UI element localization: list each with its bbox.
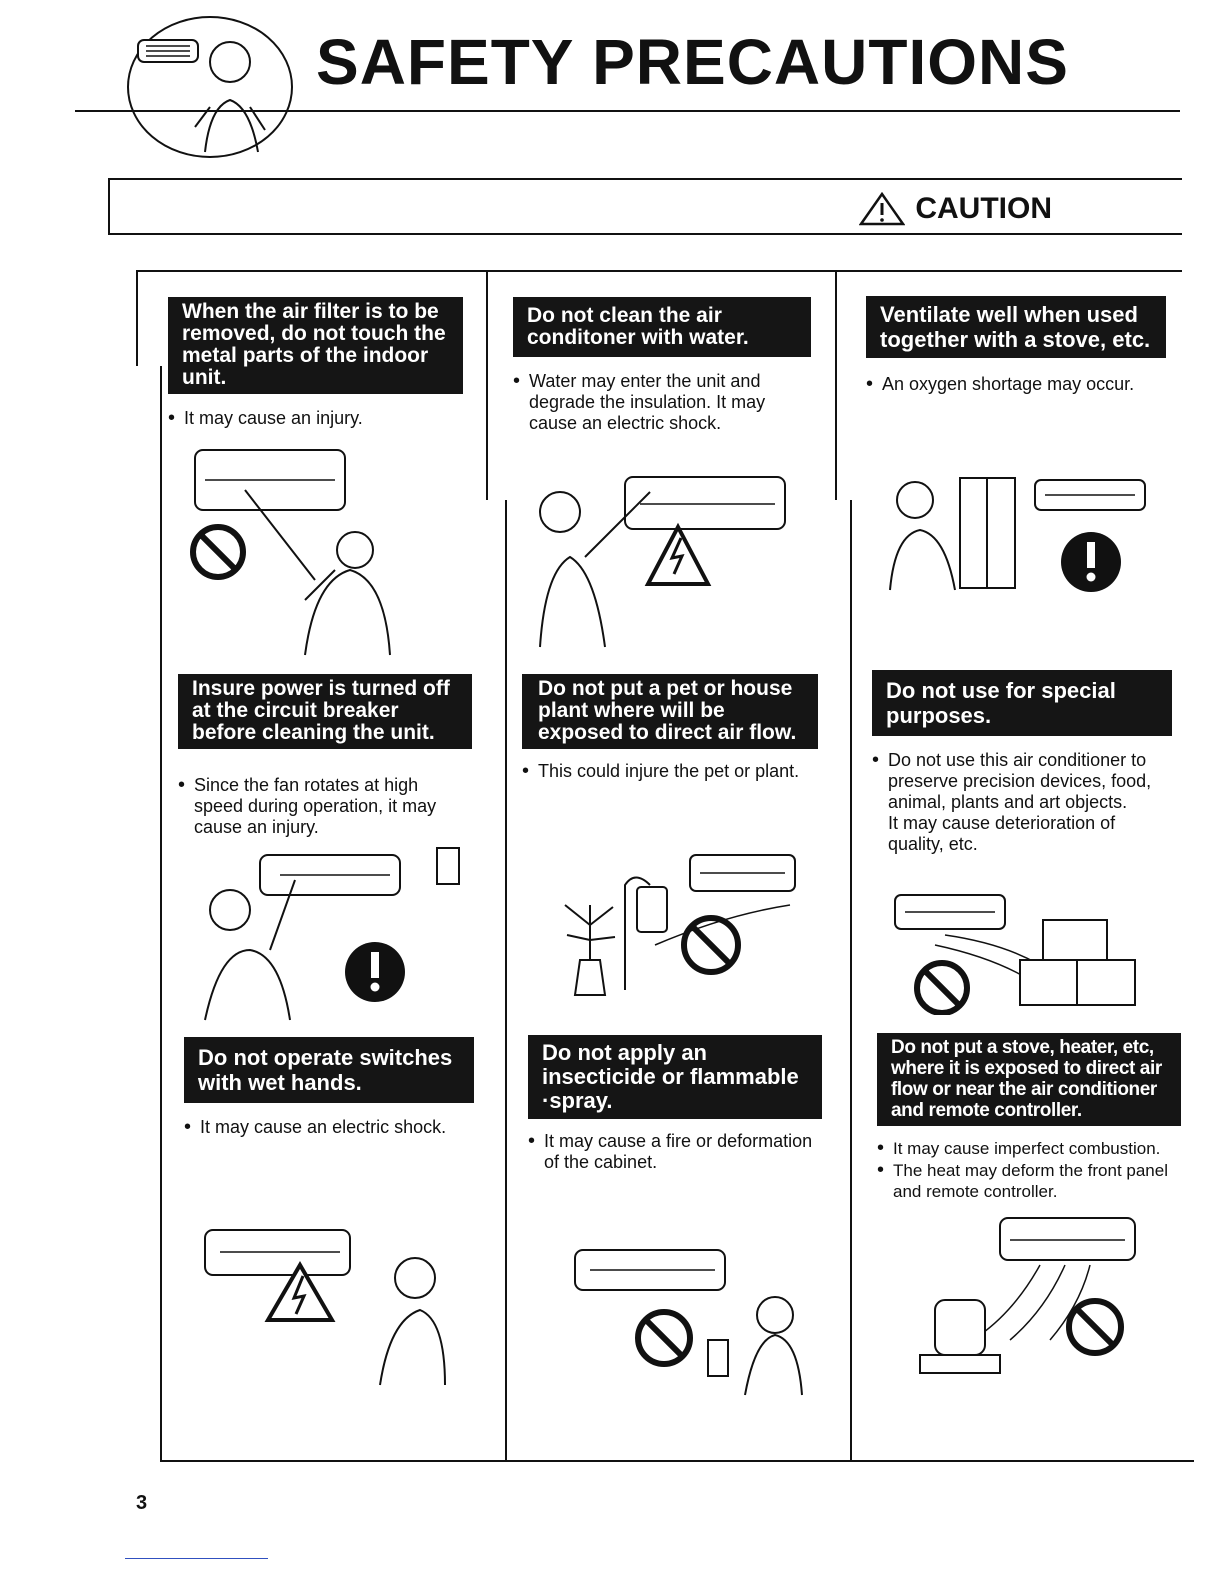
grid-top-rule (136, 270, 1182, 272)
grid-divider-1-upper (486, 270, 488, 500)
cleaning-unit-illustration (204, 847, 460, 1021)
electric-hazard-icon (264, 1261, 336, 1322)
caution-item: Do not apply an insecticide or flammable… (528, 1035, 822, 1173)
grid-divider-2-lower (850, 500, 852, 1461)
item-bullet: It may cause a fire or deformation of th… (528, 1131, 822, 1173)
caution-item: Do not use for special purposes. Do not … (872, 670, 1172, 855)
item-heading: Do not put a stove, heater, etc, where i… (877, 1033, 1181, 1126)
item-heading: Do not clean the air conditoner with wat… (513, 297, 811, 357)
prohibited-icon (635, 1309, 693, 1367)
caution-label: CAUTION (859, 192, 1052, 226)
item-heading: Do not put a pet or house plant where wi… (522, 674, 818, 749)
prohibited-icon (681, 915, 741, 975)
page-number: 3 (136, 1492, 148, 1514)
prohibited-icon (1066, 1298, 1124, 1356)
footer-rule (125, 1558, 268, 1559)
pet-plant-illustration (564, 854, 796, 996)
caution-item: Do not put a pet or house plant where wi… (522, 674, 818, 782)
item-bullet: Do not use this air conditioner to prese… (872, 750, 1172, 813)
item-heading: When the air filter is to be removed, do… (168, 297, 463, 394)
item-heading: Do not operate switches with wet hands. (184, 1037, 474, 1103)
caution-item: Insure power is turned off at the circui… (178, 674, 472, 838)
item-bullet: It may cause imperfect combustion. (877, 1138, 1181, 1159)
item-bullet: Water may enter the unit and degrade the… (513, 371, 811, 434)
caution-item: Ventilate well when used together with a… (866, 296, 1166, 395)
insecticide-spray-illustration (574, 1249, 803, 1396)
caution-item: When the air filter is to be removed, do… (168, 297, 463, 429)
caution-item: Do not put a stove, heater, etc, where i… (877, 1033, 1181, 1202)
grid-divider-2-upper (835, 270, 837, 500)
ventilation-illustration (889, 477, 1146, 592)
prohibited-icon (914, 960, 970, 1015)
caution-banner: CAUTION (108, 178, 1182, 235)
item-bullet: It may cause deterioration of quality, e… (888, 813, 1116, 854)
item-heading: Insure power is turned off at the circui… (178, 674, 472, 749)
water-cleaning-illustration (539, 476, 786, 648)
item-bullet: Since the fan rotates at high speed duri… (178, 775, 472, 838)
special-purposes-illustration (894, 894, 1136, 1015)
page-title: SAFETY PRECAUTIONS (316, 26, 1069, 98)
caution-text: CAUTION (915, 192, 1052, 225)
mascot-illustration (127, 16, 293, 158)
grid-bottom-rule (160, 1460, 1194, 1462)
item-bullet: An oxygen shortage may occur. (866, 374, 1166, 395)
item-bullet: This could injure the pet or plant. (522, 761, 818, 782)
filter-removal-illustration (190, 449, 391, 656)
item-bullet: It may cause an electric shock. (184, 1117, 474, 1138)
item-heading: Do not use for special purposes. (872, 670, 1172, 736)
stove-heater-illustration (919, 1217, 1136, 1374)
grid-left-rule-upper (136, 270, 138, 366)
prohibited-icon (190, 524, 246, 580)
grid-left-rule-lower (160, 366, 162, 1461)
item-bullet: It may cause an injury. (168, 408, 463, 429)
caution-item: Do not clean the air conditoner with wat… (513, 297, 811, 434)
grid-divider-1-lower (505, 500, 507, 1461)
item-heading: Do not apply an insecticide or flammable… (528, 1035, 822, 1119)
warning-triangle-icon (859, 192, 906, 226)
item-bullet: The heat may deform the front panel and … (877, 1160, 1181, 1202)
wet-hands-illustration (204, 1229, 446, 1386)
caution-item: Do not operate switches with wet hands. … (184, 1037, 474, 1138)
item-heading: Ventilate well when used together with a… (866, 296, 1166, 358)
title-rule (75, 110, 1180, 112)
